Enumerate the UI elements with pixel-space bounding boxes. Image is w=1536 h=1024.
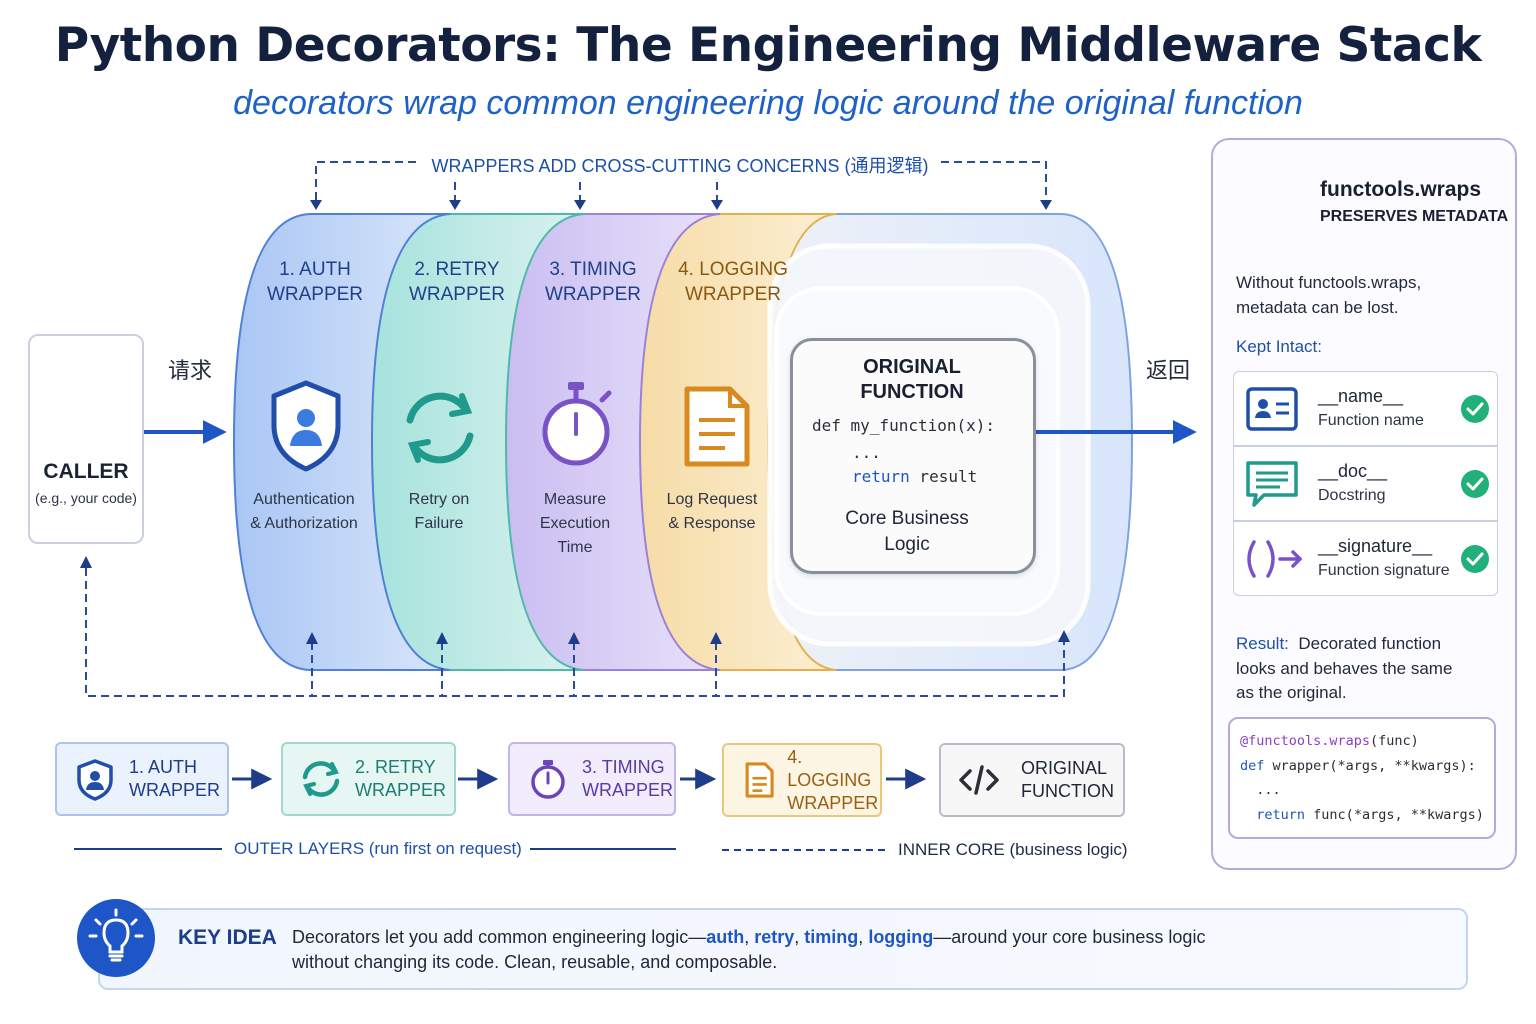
- code-icon: [959, 765, 999, 795]
- wraps-code-card: [1228, 717, 1496, 839]
- panel-subtitle: PRESERVES METADATA: [1320, 208, 1509, 225]
- panel-intro: Without functools.wraps,metadata can be …: [1236, 273, 1422, 317]
- wraps-code: @functools.wraps(func)def wrapper(*args,…: [1240, 733, 1484, 823]
- lightbulb-icon: [77, 899, 155, 977]
- stopwatch-icon: [531, 760, 565, 799]
- key-idea-card: [98, 908, 1468, 990]
- refresh-icon: [406, 392, 474, 464]
- key-idea-label: KEY IDEA: [178, 926, 277, 949]
- return-path: [85, 568, 1065, 697]
- shield-user-icon: [271, 380, 341, 472]
- caller-title: CALLER: [43, 460, 129, 483]
- key-idea-text: Decorators let you add common engineerin…: [292, 927, 1206, 972]
- original-code-line-3: return result: [852, 467, 978, 486]
- panel-result: Result: Decorated function looks and beh…: [1236, 634, 1453, 702]
- panel-title: functools.wraps: [1320, 178, 1482, 201]
- metadata-row-doc: __doc__ Docstring: [1233, 446, 1498, 521]
- caller-card: [28, 334, 144, 544]
- auth-layer-desc: Authentication& Authorization: [250, 491, 358, 532]
- original-code-line-2: ...: [852, 443, 881, 462]
- outer-layers-label: OUTER LAYERS (run first on request): [234, 839, 522, 859]
- original-function-card: [790, 338, 1036, 574]
- logging-layer-desc: Log Request& Response: [666, 491, 758, 532]
- stopwatch-icon: [542, 382, 612, 466]
- metadata-row-signature: __signature__ Function signature: [1233, 521, 1498, 596]
- inner-core-label: INNER CORE (business logic): [898, 840, 1128, 860]
- document-icon: [684, 386, 750, 467]
- id-card-icon: [1246, 387, 1298, 431]
- caller-note: (e.g., your code): [35, 490, 137, 506]
- concerns-label: WRAPPERS ADD CROSS-CUTTING CONCERNS (通用逻…: [420, 152, 940, 178]
- page-title: Python Decorators: The Engineering Middl…: [54, 18, 1482, 73]
- page-subtitle: decorators wrap common engineering logic…: [233, 84, 1303, 122]
- shield-user-icon: [77, 759, 113, 801]
- check-icon: [1461, 470, 1489, 498]
- document-icon: [745, 762, 774, 798]
- auth-layer: [232, 213, 451, 671]
- parentheses-arrow-icon: [1247, 540, 1302, 578]
- speech-bubble-icon: [1246, 461, 1298, 507]
- metadata-row-name: __name__ Function name: [1233, 371, 1498, 446]
- refresh-icon: [302, 761, 340, 797]
- check-icon: [1461, 545, 1489, 573]
- return-label: 返回: [1146, 358, 1191, 383]
- original-code-line-1: def my_function(x):: [812, 416, 996, 435]
- kept-intact-label: Kept Intact:: [1236, 337, 1322, 356]
- request-label: 请求: [168, 358, 213, 383]
- check-icon: [1461, 395, 1489, 423]
